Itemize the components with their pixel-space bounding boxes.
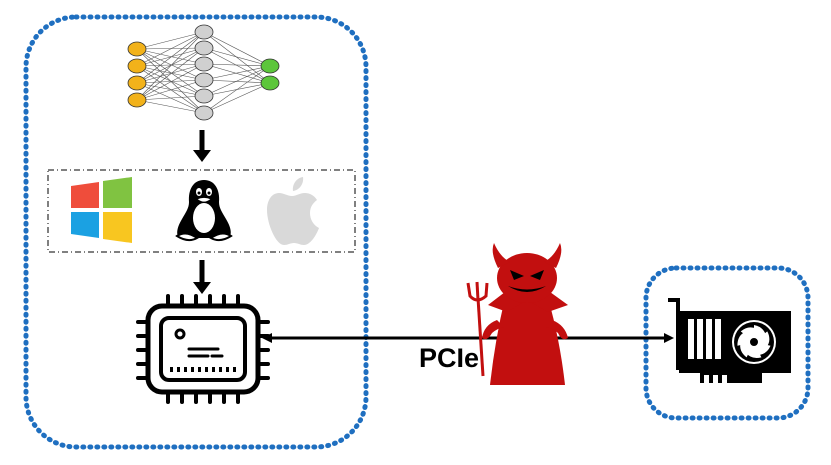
input-neuron [127,41,147,57]
apple-logo-icon [267,177,319,245]
output-neuron [260,75,280,91]
fan-blade [745,342,762,358]
down-arrow [193,130,211,162]
windows-logo-icon [71,177,132,243]
linux-tux-icon [175,180,233,242]
nn-connection [136,82,205,97]
nn-connection [203,79,271,84]
pcie-link-line [262,333,674,343]
cpu-contact [212,367,215,372]
hidden-neuron [194,24,214,40]
nn-connection [136,65,205,97]
nn-connection [203,63,271,84]
nn-connection [136,79,205,84]
cpu-contact [191,367,194,372]
host-boundary [23,14,369,450]
cpu-contact [205,367,208,372]
cpu-contact [170,367,173,372]
nn-connection [136,47,205,67]
nn-connection [203,65,271,81]
nn-connection [203,31,271,67]
input-neuron [127,92,147,108]
down-arrow [193,260,211,294]
hidden-neuron [194,40,214,56]
hidden-neuron [194,105,214,121]
nn-connection [136,99,205,114]
nn-connection [136,47,205,101]
cpu-contact [226,367,229,372]
hidden-neuron [194,88,214,104]
nn-connection [136,47,205,84]
input-neuron [127,75,147,91]
nn-connection [203,47,271,84]
hidden-neuron [194,72,214,88]
nn-connection [203,65,271,97]
input-neuron [127,58,147,74]
cpu-contact [233,367,236,372]
cpu-contact [184,367,187,372]
cpu-contact [177,367,180,372]
os-box [47,169,356,253]
cpu-contact [198,367,201,372]
devil-icon [466,243,568,385]
nn-connection [203,31,271,84]
nn-connection [136,63,205,101]
nn-connection [203,63,271,67]
nn-connection [203,65,271,114]
hidden-neuron [194,56,214,72]
graphics-card-icon [668,298,791,383]
nn-connection [136,31,205,84]
nn-connection [136,95,205,101]
nn-connection [136,31,205,67]
cpu-chip-icon [136,294,270,404]
device-boundary [643,265,811,421]
nn-connection [136,48,205,65]
nn-connection [136,31,205,50]
cpu-contact [219,367,222,372]
nn-connection [136,48,205,97]
nn-connection [136,47,205,50]
nn-connection [136,65,205,81]
nn-connection [136,63,205,67]
nn-connection [136,63,205,84]
nn-connection [136,79,205,101]
nn-connection [203,47,271,67]
nn-connection [136,48,205,81]
nn-connection [136,31,205,101]
neural-network-icon [127,24,280,121]
nn-connection [203,82,271,114]
output-neuron [260,58,280,74]
pcie-label: PCIe [418,343,480,373]
